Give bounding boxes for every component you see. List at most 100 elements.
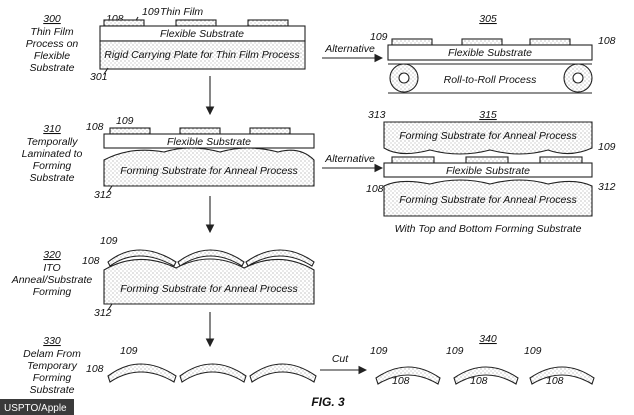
ref-108: 108 — [86, 363, 104, 375]
ref-301: 301 — [90, 71, 108, 83]
flexible-substrate — [103, 133, 315, 149]
flexible-substrate-label: Flexible Substrate — [448, 47, 532, 59]
photo-credit: USPTO/Apple — [4, 403, 67, 414]
top-forming-substrate — [383, 121, 593, 155]
thin-film-segment — [529, 38, 571, 46]
ref-108: 108 — [546, 375, 564, 387]
flexible-substrate-label: Flexible Substrate — [160, 28, 244, 40]
ref-109: 109 — [370, 345, 388, 357]
roller-right-hub — [572, 72, 584, 84]
curved-film — [179, 363, 247, 383]
step-310: 310 Temporally Laminated to Forming Subs… — [22, 115, 315, 201]
forming-substrate — [103, 147, 315, 187]
bottom-forming-substrate — [383, 179, 593, 217]
step-330: 330 Delam From Temporary Forming Substra… — [23, 335, 317, 396]
cut-label: Cut — [332, 353, 349, 365]
top-bottom-caption: With Top and Bottom Forming Substrate — [395, 223, 582, 235]
step-310-desc-4: Substrate — [30, 172, 75, 184]
ref-108: 108 — [470, 375, 488, 387]
step-305: 305 109 108 Flexible Substrate Roll-to-R… — [370, 13, 616, 94]
curved-film — [107, 249, 177, 267]
forming-substrate-label: Forming Substrate for Anneal Process — [120, 165, 298, 177]
thin-film-segment — [539, 156, 583, 164]
cut-film-piece — [375, 366, 441, 385]
step-340: 340 109 108 109 108 109 108 — [370, 333, 595, 387]
ref-109: 109 — [100, 235, 118, 247]
step-310-number: 310 — [43, 123, 61, 135]
step-330-desc-4: Substrate — [30, 384, 75, 396]
thin-film-label: Thin Film — [160, 6, 203, 18]
ref-108: 108 — [598, 35, 616, 47]
ref-312: 312 — [94, 189, 112, 201]
ref-109: 109 — [524, 345, 542, 357]
ref-301-leader — [103, 67, 109, 75]
bottom-forming-substrate-label: Forming Substrate for Anneal Process — [399, 194, 577, 206]
flexible-substrate-label: Flexible Substrate — [167, 136, 251, 148]
ref-109: 109 — [116, 115, 134, 127]
rigid-carrying-plate-label: Rigid Carrying Plate for Thin Film Proce… — [104, 49, 300, 61]
step-300: 300 Thin Film Process on Flexible Substr… — [26, 6, 306, 83]
alternative-label: Alternative — [324, 43, 375, 55]
step-320-desc-1: ITO — [43, 262, 60, 274]
step-330-number: 330 — [43, 335, 61, 347]
ref-109: 109 — [120, 345, 138, 357]
flexible-substrate-label: Flexible Substrate — [446, 165, 530, 177]
thin-film-segment — [391, 38, 433, 46]
step-340-number: 340 — [479, 333, 497, 345]
roll-to-roll-label: Roll-to-Roll Process — [444, 74, 538, 86]
step-315: 315 313 Forming Substrate for Anneal Pro… — [366, 109, 616, 235]
top-forming-substrate-label: Forming Substrate for Anneal Process — [399, 130, 577, 142]
step-300-desc-1: Thin Film — [30, 26, 73, 38]
step-330-desc-1: Delam From — [23, 348, 81, 360]
ref-313: 313 — [368, 109, 386, 121]
thin-film-segment — [391, 156, 435, 164]
flexible-substrate — [387, 44, 593, 61]
step-300-number: 300 — [43, 13, 61, 25]
ref-108: 108 — [392, 375, 410, 387]
curved-film — [107, 363, 177, 383]
step-300-desc-4: Substrate — [30, 62, 75, 74]
figure-label: FIG. 3 — [311, 395, 345, 409]
ref-312: 312 — [598, 181, 616, 193]
thin-film-segment — [465, 156, 509, 164]
ref-109: 109 — [446, 345, 464, 357]
thin-film-segment — [249, 127, 291, 135]
flexible-substrate — [383, 162, 593, 178]
credit-background — [0, 399, 74, 415]
roller-left-hub — [398, 72, 410, 84]
step-315-number: 315 — [479, 109, 497, 121]
step-330-desc-3: Forming — [33, 372, 72, 384]
thin-film-segment — [461, 38, 503, 46]
step-300-desc-3: Flexible — [34, 50, 70, 62]
alternative-label: Alternative — [324, 153, 375, 165]
thin-film-segment — [109, 127, 151, 135]
ref-312: 312 — [94, 307, 112, 319]
ref-312-leader — [107, 303, 113, 311]
thin-film-segment — [175, 19, 217, 27]
ref-109: 109 — [370, 31, 388, 43]
step-310-desc-1: Temporally — [27, 136, 79, 148]
step-320: 320 ITO Anneal/Substrate Forming 109 108… — [11, 235, 315, 319]
ref-108: 108 — [366, 183, 384, 195]
ref-312-leader — [107, 185, 113, 193]
thin-film-segment — [103, 19, 145, 27]
cut-film-piece — [453, 366, 519, 385]
forming-substrate-label: Forming Substrate for Anneal Process — [120, 283, 298, 295]
curved-film — [249, 363, 317, 383]
step-310-desc-2: Laminated to — [22, 148, 83, 160]
ref-108: 108 — [82, 255, 100, 267]
curved-film — [245, 249, 315, 267]
thin-film-ref: 109 — [142, 6, 160, 18]
cut-film-piece — [529, 366, 595, 385]
step-320-desc-3: Forming — [33, 286, 72, 298]
step-310-desc-3: Forming — [33, 160, 72, 172]
thin-film-segment — [179, 127, 221, 135]
ref-109: 109 — [598, 141, 616, 153]
ref-108: 108 — [86, 121, 104, 133]
curved-film — [177, 249, 245, 267]
step-330-desc-2: Temporary — [27, 360, 78, 372]
step-305-number: 305 — [479, 13, 497, 25]
thin-film-segment — [247, 19, 289, 27]
rigid-carrying-plate — [99, 40, 306, 70]
